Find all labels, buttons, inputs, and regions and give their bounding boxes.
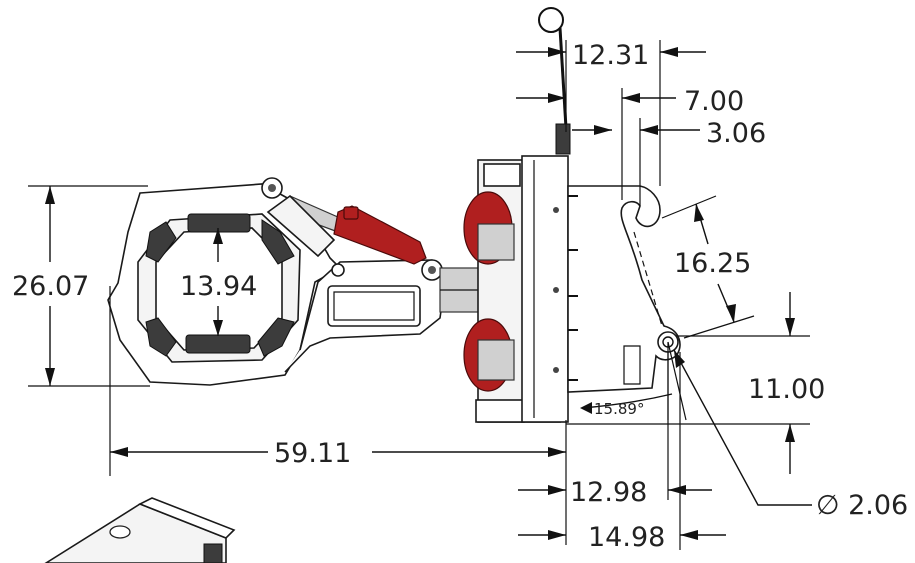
dim-12-31: 12.31 <box>572 40 649 71</box>
dim-diameter-2-06: ∅ 2.06 <box>816 490 908 521</box>
pad-right-upper <box>261 219 295 265</box>
arm-slot <box>327 285 421 327</box>
pad-bottom <box>185 334 251 354</box>
dim-13-94: 13.94 <box>180 271 257 302</box>
bracket-plate <box>567 185 681 393</box>
dim-angle-15-89: 15.89° <box>594 400 644 418</box>
dim-16-25: 16.25 <box>674 248 751 279</box>
pad-top <box>187 213 251 233</box>
antenna <box>558 27 568 129</box>
dim-11-00: 11.00 <box>748 374 825 405</box>
antenna-loop <box>538 7 564 33</box>
dimension-annotations: 26.07 13.94 59.11 12.31 7.00 <box>12 40 908 553</box>
pad-right-lower <box>257 317 295 357</box>
mounting-plate <box>521 155 569 423</box>
hydraulic-cylinder <box>333 205 427 265</box>
roller-carriage <box>463 7 571 423</box>
dim-7-00: 7.00 <box>684 86 744 117</box>
pivot-mid <box>331 263 345 277</box>
pad-left-upper <box>145 221 177 263</box>
gripper-assembly <box>107 177 519 386</box>
dim-26-07: 26.07 <box>12 271 89 302</box>
dim-12-98: 12.98 <box>570 477 647 508</box>
iso-view-fragment <box>44 497 236 563</box>
cylinder-mount <box>266 194 336 258</box>
dim-14-98: 14.98 <box>588 522 665 553</box>
dim-59-11: 59.11 <box>274 438 351 469</box>
dim-3-06: 3.06 <box>706 118 766 149</box>
pad-left-lower <box>145 317 177 357</box>
